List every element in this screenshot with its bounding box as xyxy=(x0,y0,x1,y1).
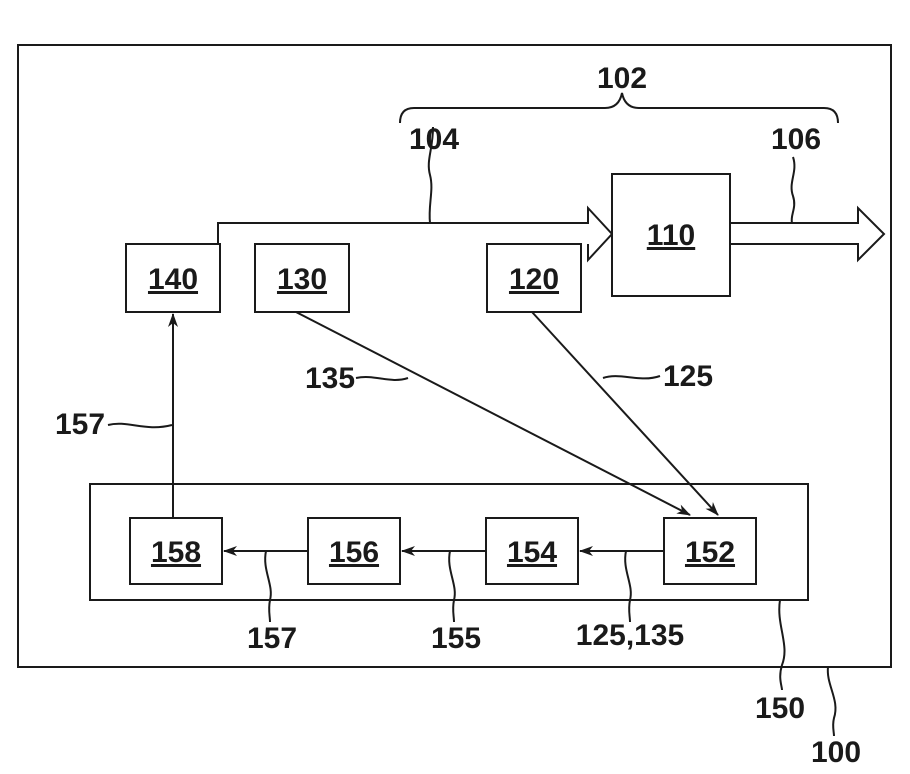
label-125: 125 xyxy=(663,360,713,393)
leader-100 xyxy=(828,667,836,736)
box-120-label: 120 xyxy=(509,263,559,296)
label-157-left: 157 xyxy=(55,408,105,441)
label-157-bottom: 157 xyxy=(247,622,297,655)
box-130-label: 130 xyxy=(277,263,327,296)
box-154-label: 154 xyxy=(507,536,557,569)
leader-157-bottom xyxy=(265,551,271,622)
leader-135 xyxy=(356,377,408,380)
label-102: 102 xyxy=(597,62,647,95)
label-106: 106 xyxy=(771,123,821,156)
output-path-arrow xyxy=(730,208,884,260)
box-110-label: 110 xyxy=(647,219,695,252)
leader-125-135 xyxy=(625,551,631,622)
box-140-label: 140 xyxy=(148,263,198,296)
leader-157-left xyxy=(108,424,172,428)
path-group-brace xyxy=(400,93,838,123)
leader-125 xyxy=(603,376,660,378)
label-125-135: 125,135 xyxy=(576,619,684,652)
leader-106 xyxy=(792,157,795,223)
label-104: 104 xyxy=(409,123,459,156)
box-152-label: 152 xyxy=(685,536,735,569)
label-150: 150 xyxy=(755,692,805,725)
leader-150 xyxy=(779,600,784,690)
box-158-label: 158 xyxy=(151,536,201,569)
box-156-label: 156 xyxy=(329,536,379,569)
label-155: 155 xyxy=(431,622,481,655)
label-135: 135 xyxy=(305,362,355,395)
leader-155 xyxy=(449,551,455,622)
label-100: 100 xyxy=(811,736,861,769)
